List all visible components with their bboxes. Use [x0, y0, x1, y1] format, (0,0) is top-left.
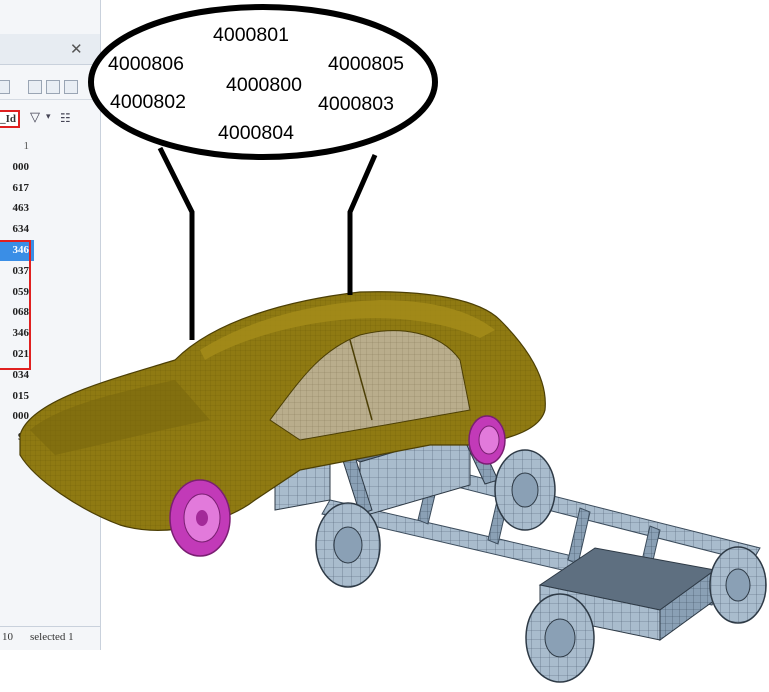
list-item[interactable]: 068	[12, 306, 30, 319]
chassis-wheels	[315, 449, 767, 683]
status-selected: selected 1	[30, 631, 74, 643]
filter-icon[interactable]: ▽	[30, 110, 40, 125]
list-item[interactable]: 034	[12, 368, 30, 381]
id-list: 1 000 617 463 634 346 037 059 068 346 02…	[0, 136, 34, 448]
chevron-down-icon[interactable]: ▾	[46, 112, 51, 122]
list-options-icon[interactable]	[46, 80, 60, 94]
list-item[interactable]: 059	[12, 285, 30, 298]
element-id-label: 4000804	[218, 122, 294, 144]
panel-toolbar	[0, 75, 100, 100]
element-id-label: 4000802	[110, 91, 186, 113]
car-front-wheel	[169, 479, 231, 557]
list-item[interactable]: 021	[12, 347, 30, 360]
list-item[interactable]: 015	[12, 389, 30, 402]
list-item[interactable]: 463	[12, 202, 30, 215]
list-item[interactable]: 346	[12, 327, 30, 340]
id-column-header[interactable]: _Id	[0, 110, 20, 128]
list-item[interactable]: 617	[12, 181, 30, 194]
element-id-label: 4000803	[318, 93, 394, 115]
callout-ellipse	[88, 4, 438, 160]
element-id-label: 4000801	[213, 24, 289, 46]
list-item[interactable]: 000	[12, 160, 30, 173]
element-id-label: 4000800	[226, 74, 302, 96]
chassis-frame	[274, 393, 761, 641]
element-id-label: 4000805	[328, 53, 404, 75]
callout-pointer	[157, 146, 378, 340]
car-body	[19, 291, 546, 531]
entity-list-panel: ✕ _Id ▽ ▾ ☷ 1 000 617 463 634 346 037 05…	[0, 0, 101, 650]
export-icon[interactable]	[64, 80, 78, 94]
close-icon[interactable]: ✕	[70, 40, 83, 58]
panel-titlebar	[0, 34, 100, 65]
car-rear-wheel	[468, 415, 506, 465]
columns-icon[interactable]: ☷	[60, 111, 71, 125]
selection-highlight-box	[0, 240, 31, 370]
dropdown-arrow-icon[interactable]	[0, 80, 10, 94]
list-item-selected[interactable]: 346	[0, 239, 34, 261]
settings-icon[interactable]	[28, 80, 42, 94]
status-bar: 10 selected 1	[0, 626, 100, 647]
list-item[interactable]: 000	[12, 410, 30, 423]
status-count: 10	[2, 631, 13, 643]
list-item[interactable]: 037	[12, 264, 30, 277]
element-id-label: 4000806	[108, 53, 184, 75]
list-item[interactable]: 1	[23, 140, 30, 152]
list-item[interactable]: 634	[12, 223, 30, 236]
